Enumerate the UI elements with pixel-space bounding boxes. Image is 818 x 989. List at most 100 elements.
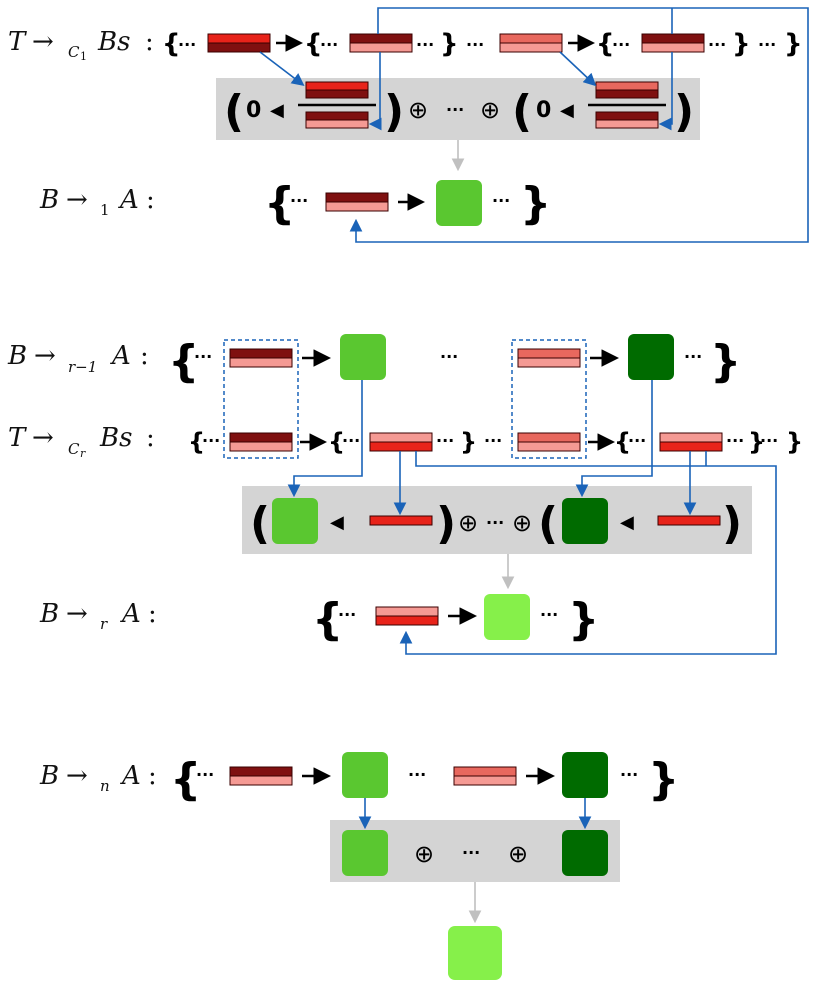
section-3: B → n A : { ··· ··· ··· } ⊕ ··· ⊕: [39, 752, 679, 980]
paren-close: ): [722, 498, 742, 549]
symbol-sub-C: C: [68, 43, 80, 61]
svg-text:B: B: [7, 341, 27, 371]
svg-text:A: A: [118, 185, 139, 215]
dashed-highlight: [511, 339, 587, 459]
row-block-dark-pale: [641, 33, 705, 53]
ellipsis: ···: [194, 347, 212, 366]
svg-text:r: r: [80, 447, 86, 460]
ellipsis: ···: [342, 431, 360, 450]
green-square-dark: [628, 334, 674, 380]
ellipsis: ···: [708, 35, 726, 54]
label-B-r1-A: B → r−1 A :: [7, 341, 149, 376]
section-1: T → C 1 Bs : { ··· { ··· ··· } ··· { ···: [8, 7, 809, 243]
brace-close: }: [786, 428, 803, 456]
brace-open: {: [614, 428, 631, 456]
svg-text::: :: [148, 761, 157, 791]
ellipsis: ···: [446, 100, 464, 119]
svg-text:→: →: [34, 341, 56, 371]
green-square-light: [484, 594, 530, 640]
paren-close: ): [384, 86, 404, 137]
brace-close: }: [710, 336, 741, 387]
svg-text:n: n: [100, 777, 110, 795]
label-T-C1-Bs: T → C 1 Bs :: [8, 27, 154, 63]
oplus-symbol: ⊕: [408, 96, 428, 124]
dashed-highlight: [223, 339, 299, 459]
brace-close: }: [460, 428, 477, 456]
svg-text:A: A: [120, 761, 141, 791]
green-square-mid: [272, 498, 318, 544]
zero-label: 0: [246, 98, 261, 123]
svg-text:B: B: [39, 185, 59, 215]
ellipsis: ···: [416, 35, 434, 54]
symbol-Bs: Bs: [97, 27, 130, 57]
oplus-symbol: ⊕: [508, 840, 528, 868]
ellipsis: ···: [440, 347, 458, 366]
connector-arrows: [287, 380, 777, 655]
row-block-pale-bright: [659, 432, 723, 452]
ellipsis: ···: [486, 513, 504, 532]
brace-close: }: [568, 594, 599, 645]
ellipsis: ···: [408, 765, 426, 784]
label-B-r-A: B → r A :: [39, 599, 157, 633]
row-block-pale-bright: [369, 432, 433, 452]
ellipsis: ···: [466, 35, 484, 54]
paren-open: (: [250, 498, 270, 549]
svg-text:T: T: [8, 423, 27, 453]
row-block-dark-pale: [325, 192, 389, 212]
fraction-block: [298, 81, 376, 129]
row-block-salmon-pale: [517, 348, 581, 368]
ellipsis: ···: [492, 191, 510, 210]
ellipsis: ···: [758, 35, 776, 54]
tri-left: ◀: [620, 512, 634, 533]
label-B-n-A: B → n A :: [39, 761, 157, 795]
svg-text:Bs: Bs: [99, 423, 132, 453]
paren-open: (: [512, 86, 532, 137]
row-block-dark-pale: [229, 766, 293, 786]
red-bar: [657, 515, 721, 526]
row-block-salmon-pale: [517, 432, 581, 452]
symbol-arrow: →: [32, 27, 54, 57]
fraction-block: [588, 81, 666, 129]
svg-text:→: →: [66, 761, 88, 791]
green-square-dark: [562, 752, 608, 798]
oplus-symbol: ⊕: [414, 840, 434, 868]
row-block-red-bright: [207, 33, 271, 53]
brace-open: {: [304, 29, 323, 59]
ellipsis: ···: [290, 191, 308, 210]
symbol-T: T: [8, 27, 27, 57]
paren-close: ): [436, 498, 456, 549]
brace-open: {: [596, 29, 615, 59]
label-B-1-A: B → 1 A :: [39, 185, 155, 219]
brace-close: }: [440, 29, 459, 59]
svg-text:C: C: [68, 440, 80, 458]
brace-close: }: [784, 29, 803, 59]
tri-left: ◀: [560, 100, 574, 121]
green-square-dark: [562, 498, 608, 544]
brace-open: {: [170, 754, 201, 805]
svg-text:B: B: [39, 599, 59, 629]
svg-text::: :: [140, 341, 149, 371]
ellipsis: ···: [540, 605, 558, 624]
brace-close: }: [748, 428, 765, 456]
section-2: B → r−1 A : { ··· ··· ··· } T → C: [7, 334, 803, 655]
brace-close: }: [732, 29, 751, 59]
ellipsis: ···: [196, 765, 214, 784]
svg-text::: :: [146, 423, 155, 453]
brace-open: {: [188, 428, 205, 456]
brace-open: {: [168, 336, 199, 387]
ellipsis: ···: [338, 605, 356, 624]
ellipsis: ···: [320, 35, 338, 54]
brace-open: {: [312, 594, 343, 645]
brace-open: {: [328, 428, 345, 456]
svg-text:→: →: [66, 185, 88, 215]
svg-text:A: A: [120, 599, 141, 629]
ellipsis: ···: [726, 431, 744, 450]
paren-open: (: [224, 86, 244, 137]
row-block-dark-pale: [349, 33, 413, 53]
row-block-salmon-pale: [453, 766, 517, 786]
brace-open: {: [264, 178, 295, 229]
green-square-mid: [340, 334, 386, 380]
ellipsis: ···: [684, 347, 702, 366]
svg-text:A: A: [110, 341, 131, 371]
